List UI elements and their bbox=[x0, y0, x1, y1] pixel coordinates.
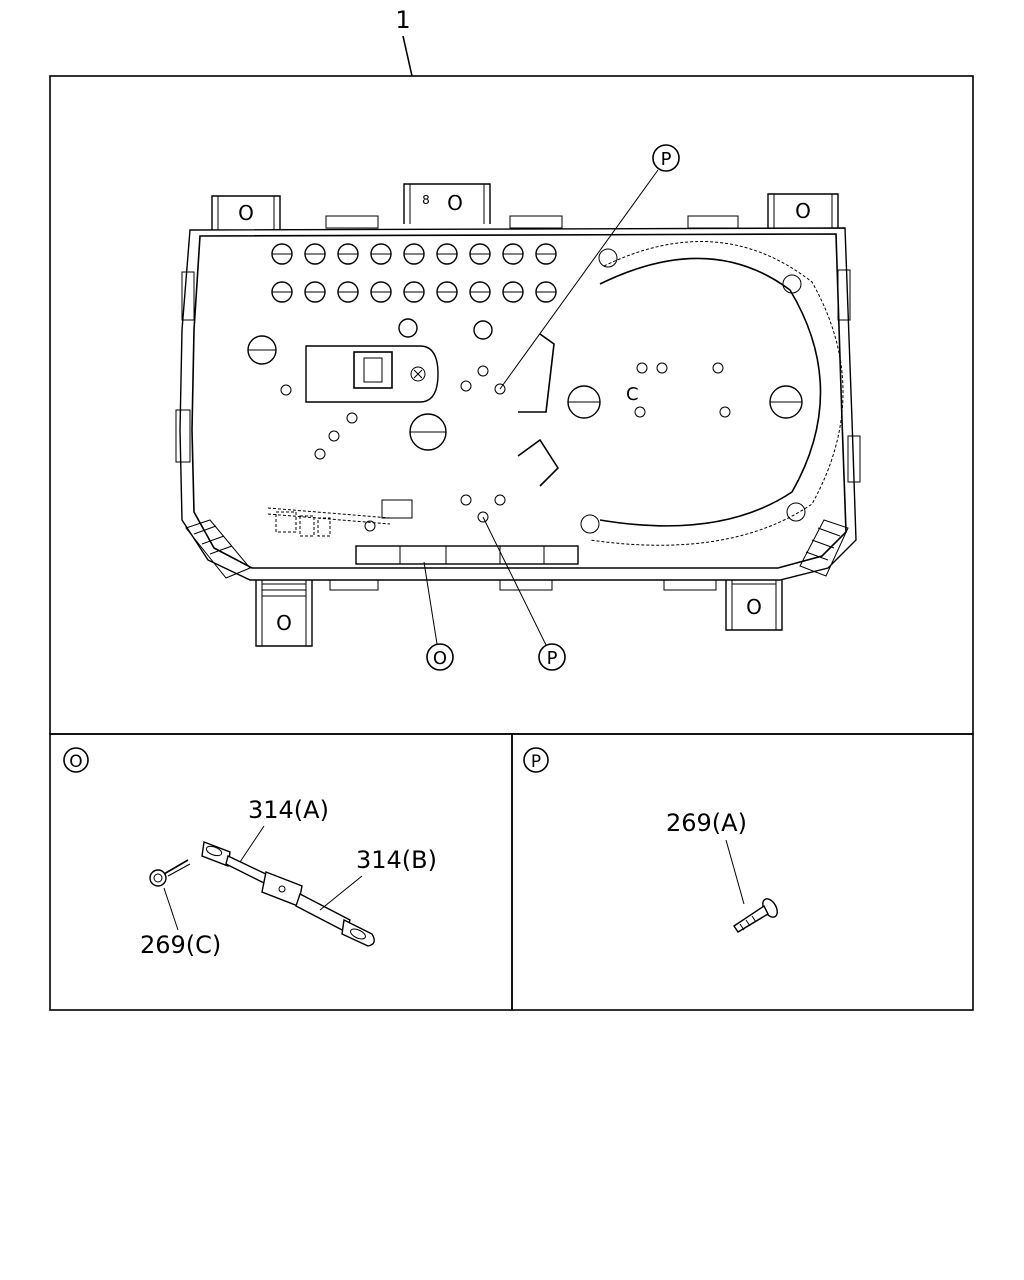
svg-text:O: O bbox=[238, 201, 254, 225]
part-1-leader bbox=[402, 35, 413, 77]
screw-269c bbox=[149, 859, 191, 887]
top-mount-tab-center: 8 O bbox=[403, 183, 491, 224]
cluster-housing-outer bbox=[179, 227, 857, 581]
label-314b: 314(B) bbox=[356, 846, 437, 874]
label-269a: 269(A) bbox=[666, 809, 747, 837]
svg-text:O: O bbox=[433, 648, 447, 669]
leader-314b bbox=[319, 875, 363, 911]
indicator-sockets bbox=[247, 318, 803, 451]
bottom-mount-tab-left: O bbox=[255, 572, 313, 647]
label-314a: 314(A) bbox=[248, 796, 329, 824]
part-number-1: 1 bbox=[395, 6, 410, 34]
leader-269c bbox=[163, 887, 179, 931]
bulb-sockets-row-1 bbox=[271, 243, 557, 265]
side-connectors bbox=[175, 269, 861, 483]
label-269c: 269(C) bbox=[140, 931, 221, 959]
corner-rib-right bbox=[799, 519, 849, 577]
svg-text:O: O bbox=[795, 199, 811, 223]
svg-text:P: P bbox=[531, 752, 541, 772]
top-mount-tab-right: O bbox=[767, 193, 839, 232]
leader-269a bbox=[725, 839, 745, 905]
detail-o-ref: O bbox=[63, 747, 89, 773]
callout-p-lower: P bbox=[482, 516, 566, 671]
svg-text:8: 8 bbox=[422, 193, 430, 207]
detail-p-frame bbox=[511, 733, 974, 1011]
corner-rib-left bbox=[185, 519, 251, 579]
bolt-269a bbox=[733, 898, 778, 933]
instrument-cluster: O 8 O O O bbox=[175, 183, 861, 647]
dashed-harness bbox=[267, 499, 413, 537]
wire-clip-upper bbox=[518, 333, 555, 413]
ground-strap-314 bbox=[201, 841, 375, 947]
svg-text:P: P bbox=[661, 149, 672, 170]
indicator-socket-crosslines bbox=[248, 349, 802, 433]
leader-314a bbox=[239, 825, 265, 863]
wire-clip-lower bbox=[517, 438, 560, 487]
svg-text:P: P bbox=[547, 648, 558, 669]
odometer-display-module bbox=[305, 345, 439, 403]
callout-o: O bbox=[423, 561, 454, 671]
svg-text:O: O bbox=[447, 191, 463, 215]
ground-strap-installed bbox=[355, 545, 579, 565]
cluster-circuit-board bbox=[191, 233, 847, 569]
svg-text:O: O bbox=[276, 611, 292, 635]
detail-o-frame bbox=[49, 733, 513, 1011]
callout-p-upper: P bbox=[499, 144, 680, 390]
svg-text:O: O bbox=[69, 752, 82, 772]
top-clips bbox=[325, 215, 739, 591]
bottom-mount-tab-right: O bbox=[725, 572, 783, 631]
detail-p-ref: P bbox=[523, 747, 549, 773]
bulb-sockets-row-2 bbox=[271, 281, 557, 303]
top-mount-tab-left: O bbox=[211, 195, 281, 232]
gauge-dial-arc bbox=[580, 241, 844, 546]
gauge-inner-label: C bbox=[626, 384, 639, 405]
svg-text:O: O bbox=[746, 595, 762, 619]
